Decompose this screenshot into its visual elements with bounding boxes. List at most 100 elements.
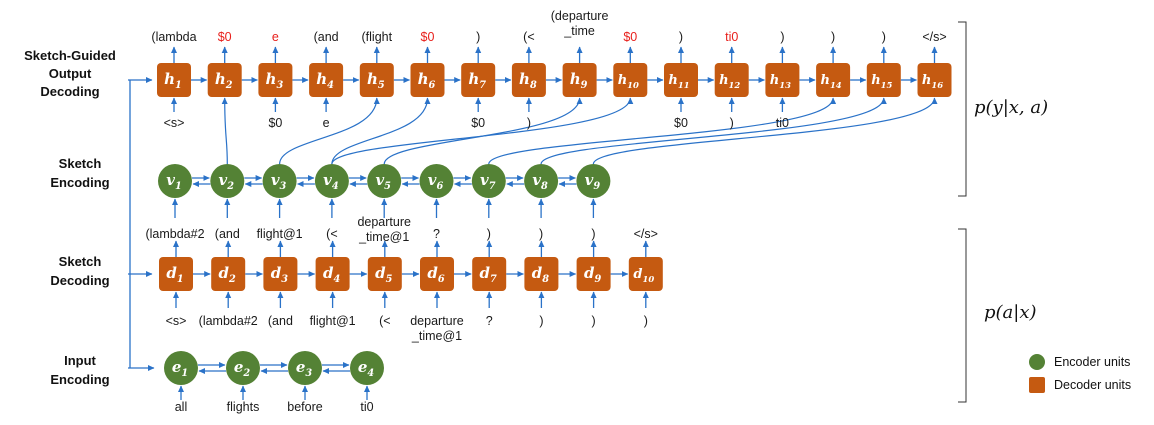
output-unit-h7-box	[461, 63, 496, 97]
brace-bottom	[958, 228, 967, 403]
sketch-enc-unit-v4: v4	[314, 164, 349, 198]
sketch-enc-unit-v8-circle	[524, 164, 559, 198]
output-token-8: (<	[523, 30, 534, 44]
output-input-token-4: e	[323, 116, 330, 130]
sketch-dec-unit-d1-box	[159, 257, 193, 291]
output-unit-h11-box	[664, 63, 698, 97]
sketch-dec-unit-d1: d1	[159, 257, 193, 291]
row-label-sketch-decoding: Sketch Decoding	[50, 254, 109, 288]
sketch-enc-token-8: )	[539, 227, 543, 241]
link-v9-h16	[592, 97, 938, 165]
link-v5-h9	[383, 97, 583, 165]
sketch-dec-unit-d4: d4	[315, 257, 350, 291]
output-unit-h14: h14	[816, 63, 851, 97]
prob-top: p(y|x, a)	[974, 97, 1048, 118]
sketch-enc-unit-v7: v7	[471, 164, 506, 198]
output-unit-h2: h2	[207, 63, 242, 97]
output-token-10: $0	[623, 30, 637, 44]
output-unit-h16-box	[917, 63, 952, 97]
output-input-token-11: $0	[674, 116, 688, 130]
output-unit-h13-box	[765, 63, 800, 97]
input-enc-unit-e3: e3	[288, 351, 322, 385]
sketch-enc-unit-v5-circle	[367, 164, 402, 198]
sketch-to-output-links	[221, 97, 938, 165]
output-token-5: (flight	[362, 30, 393, 44]
sketch-dec-unit-d6-box	[420, 257, 454, 291]
flow-arrows	[171, 46, 938, 400]
output-input-token-3: $0	[268, 116, 282, 130]
link-v7-h14	[488, 97, 837, 165]
sketch-enc-unit-v3: v3	[262, 164, 297, 198]
sketch-dec-in-token-2: (lambda#2	[199, 314, 258, 328]
output-unit-h8: h8	[511, 63, 546, 97]
legend-decoder-label: Decoder units	[1054, 378, 1131, 392]
row-label-input-line2: Encoding	[50, 372, 109, 387]
sketch-dec-unit-d5-box	[367, 257, 402, 291]
input-enc-unit-e2: e2	[226, 351, 260, 385]
output-token-14: )	[831, 30, 835, 44]
sketch-dec-in-token-7: ?	[486, 314, 493, 328]
output-unit-h13: h13	[765, 63, 800, 97]
output-unit-h4-box	[309, 63, 344, 97]
link-v2-h2	[221, 97, 228, 165]
output-unit-h11: h11	[664, 63, 698, 97]
sketch-dec-in-token-5: (<	[379, 314, 390, 328]
sketch-enc-token-5-line2: _time@1	[358, 230, 409, 244]
link-v3-h5	[279, 97, 380, 165]
sketch-enc-token-1: (lambda#2	[145, 227, 204, 241]
output-token-15: )	[882, 30, 886, 44]
sketch-dec-unit-d3-box	[263, 257, 298, 291]
prob-bottom: p(a|x)	[984, 302, 1037, 323]
brace-top	[958, 21, 967, 197]
sketch-dec-unit-d10: d10	[628, 257, 663, 291]
sketch-enc-unit-v8: v8	[524, 164, 559, 198]
row-label-sketch-enc-line2: Encoding	[50, 175, 109, 190]
output-token-3: e	[272, 30, 279, 44]
output-unit-h15: h15	[866, 63, 901, 97]
output-token-16: </s>	[922, 30, 946, 44]
output-unit-h12-box	[714, 63, 749, 97]
output-input-token-12: )	[730, 116, 734, 130]
legend-encoder-swatch	[1029, 354, 1045, 370]
output-unit-h14-box	[816, 63, 851, 97]
legend-decoder-swatch	[1029, 377, 1045, 393]
sketch-enc-unit-v1: v1	[158, 164, 192, 198]
sketch-dec-unit-d6: d6	[420, 257, 454, 291]
row-label-sketch-encoding: Sketch Encoding	[50, 156, 109, 190]
input-enc-unit-e1: e1	[164, 351, 198, 385]
row-label-sketch-enc-line1: Sketch	[59, 156, 102, 171]
output-unit-h10: h10	[613, 63, 648, 97]
row-label-input-line1: Input	[64, 353, 96, 368]
output-unit-h1-box	[157, 63, 191, 97]
link-v8-h15	[540, 97, 887, 165]
input-token-3: before	[287, 400, 322, 414]
sketch-dec-unit-d8: d8	[524, 257, 559, 291]
sketch-dec-unit-d5: d5	[367, 257, 402, 291]
link-v4-h10	[331, 97, 634, 165]
sketch-dec-in-token-4: flight@1	[310, 314, 356, 328]
row-label-output: Sketch-Guided Output Decoding	[24, 48, 116, 99]
output-unit-h2-box	[207, 63, 242, 97]
output-input-token-7: $0	[471, 116, 485, 130]
sketch-enc-unit-v7-circle	[471, 164, 506, 198]
input-feed-lines	[128, 77, 155, 371]
link-v4-h6	[331, 97, 431, 165]
sketch-dec-unit-d10-box	[628, 257, 663, 291]
output-input-token-8: )	[527, 116, 531, 130]
output-token-2: $0	[218, 30, 232, 44]
sketch-enc-token-2: (and	[215, 227, 240, 241]
row-label-output-line3: Decoding	[40, 84, 99, 99]
input-enc-unit-e1-circle	[164, 351, 198, 385]
sketch-dec-in-token-8: )	[539, 314, 543, 328]
row-label-output-line2: Output	[49, 66, 92, 81]
output-token-11: )	[679, 30, 683, 44]
row-label-input-encoding: Input Encoding	[50, 353, 109, 387]
sketch-dec-out-token-10: </s>	[634, 227, 658, 241]
row-label-sketch-dec-line1: Sketch	[59, 254, 102, 269]
sketch-enc-unit-v9: v9	[576, 164, 611, 198]
sketch-enc-unit-v3-circle	[262, 164, 297, 198]
output-token-12: ti0	[725, 30, 738, 44]
sketch-dec-in-token-9: )	[592, 314, 596, 328]
